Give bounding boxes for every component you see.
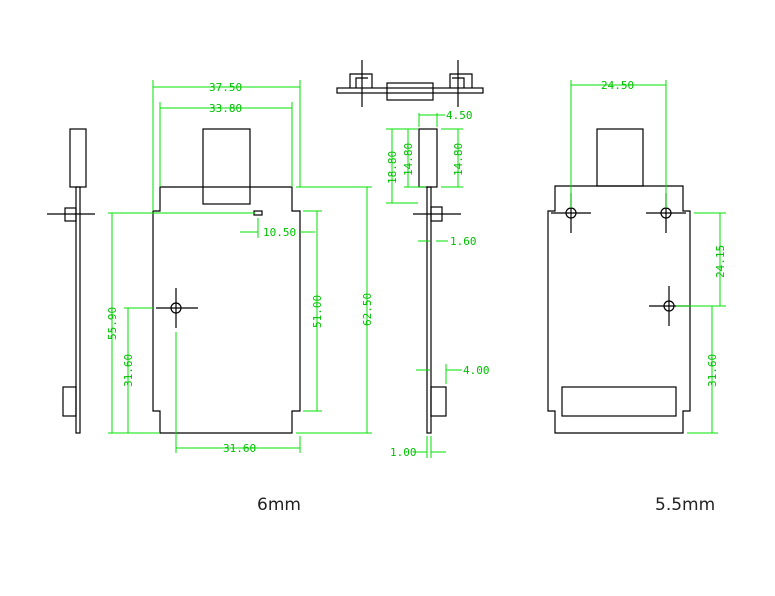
dim-width-outer: 37.50	[209, 81, 242, 94]
dim-hole-height: 31.60	[122, 354, 135, 387]
front-view-dimensions: 37.50 33.80 10.50 51.00 62.50 55.90 31.6…	[106, 80, 374, 455]
small-component	[253, 210, 263, 216]
front-view-6mm	[152, 128, 301, 434]
dim-connector-height: 18.80	[386, 151, 399, 184]
dim-height-total: 62.50	[361, 293, 374, 326]
dim-connector-offset: 1.60	[450, 235, 477, 248]
label-area	[561, 386, 677, 417]
dim-offset-small: 10.50	[263, 226, 296, 239]
dim-hole-vertical: 24.15	[714, 245, 727, 278]
dim-module-height-right: 14.80	[452, 143, 465, 176]
caption-5-5mm: 5.5mm	[655, 495, 715, 515]
connector-module	[202, 128, 251, 205]
dim-hole-horizontal: 31.60	[223, 442, 256, 455]
caption-6mm: 6mm	[257, 495, 301, 515]
dim-hole-spacing: 24.50	[601, 79, 634, 92]
side-view	[413, 128, 461, 434]
side-view-dimensions: 4.50 18.80 14.80 14.80 1.60 4.00 1.00	[386, 109, 490, 459]
front-view-5-5mm-dimensions: 24.50 24.15 31.60	[570, 79, 727, 434]
dim-height-inner: 51.00	[311, 295, 324, 328]
connector-module	[596, 128, 644, 187]
dim-width-inner: 33.80	[209, 102, 242, 115]
top-view	[336, 60, 484, 107]
dim-hole-height-5-5: 31.60	[706, 354, 719, 387]
left-side-profile	[47, 128, 95, 434]
dim-module-height-left: 14.80	[402, 143, 415, 176]
dim-board-thickness: 1.00	[390, 446, 417, 459]
dim-hole-from-top: 55.90	[106, 307, 119, 340]
dim-top-thickness: 4.50	[446, 109, 473, 122]
dim-bottom-block: 4.00	[463, 364, 490, 377]
front-view-5-5mm	[547, 128, 691, 434]
